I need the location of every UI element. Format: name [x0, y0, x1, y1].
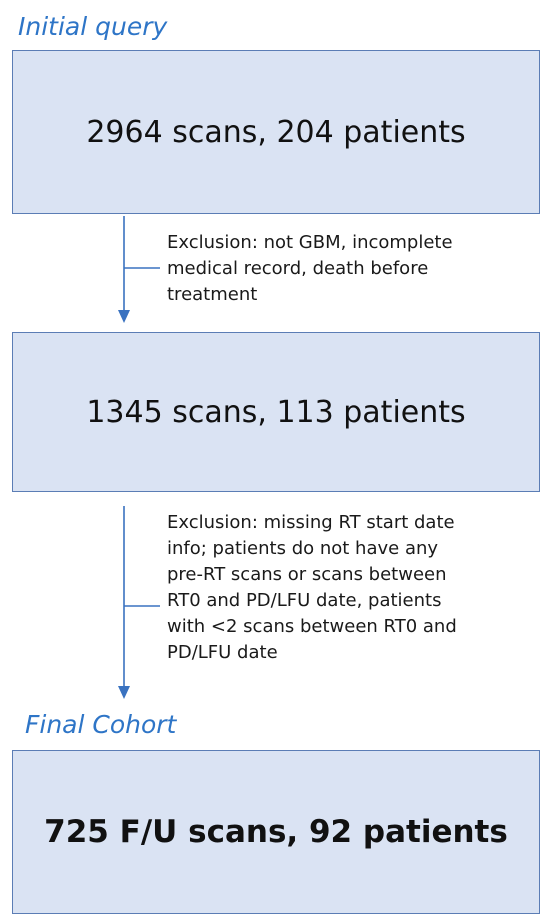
arrow-2-head	[118, 686, 130, 699]
exclusion-line: PD/LFU date	[167, 642, 278, 663]
second-exclusion-note: Exclusion: missing RT start date info; p…	[167, 510, 457, 666]
exclusion-line: medical record, death before	[167, 258, 429, 279]
exclusion-line: Exclusion: missing RT start date	[167, 512, 455, 533]
final-cohort-box: 725 F/U scans, 92 patients	[12, 750, 540, 914]
intermediate-count: 1345 scans, 113 patients	[86, 394, 466, 430]
intermediate-box: 1345 scans, 113 patients	[12, 332, 540, 492]
initial-query-title: Initial query	[18, 12, 168, 41]
exclusion-line: info; patients do not have any	[167, 538, 439, 559]
exclusion-line: RT0 and PD/LFU date, patients	[167, 590, 442, 611]
final-cohort-title: Final Cohort	[25, 710, 177, 739]
final-cohort-count: 725 F/U scans, 92 patients	[44, 814, 508, 850]
exclusion-line: with <2 scans between RT0 and	[167, 616, 457, 637]
exclusion-line: treatment	[167, 284, 258, 305]
arrow-1-head	[118, 310, 130, 323]
first-exclusion-note: Exclusion: not GBM, incomplete medical r…	[167, 230, 453, 308]
initial-query-box: 2964 scans, 204 patients	[12, 50, 540, 214]
exclusion-line: pre-RT scans or scans between	[167, 564, 447, 585]
exclusion-line: Exclusion: not GBM, incomplete	[167, 232, 453, 253]
initial-query-count: 2964 scans, 204 patients	[86, 114, 466, 150]
